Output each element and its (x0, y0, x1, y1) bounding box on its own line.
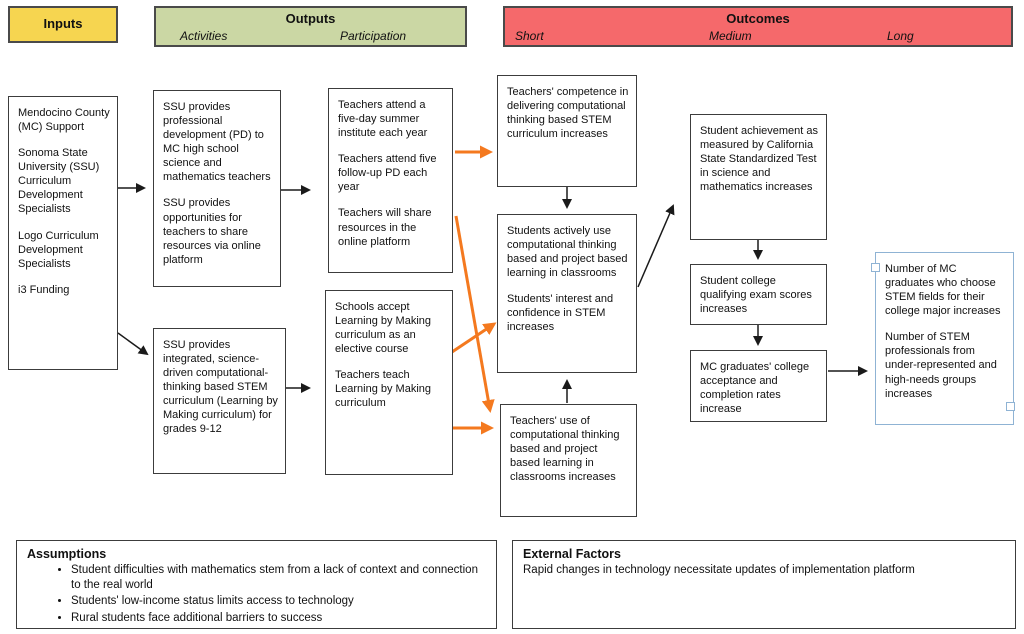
header-outputs-label: Outputs (285, 11, 336, 26)
header-activities-label: Activities (180, 29, 228, 43)
assumptions-item: Rural students face additional barriers … (71, 611, 486, 626)
arrow-schools-to-students (451, 322, 497, 354)
short-competence-box[interactable]: Teachers' competence in delivering compu… (497, 75, 637, 187)
activities-pd-text: SSU provides opportunities for teachers … (163, 197, 261, 266)
medium-graduates-box[interactable]: MC graduates' college acceptance and com… (690, 350, 827, 422)
participation-schools-text: Schools accept Learning by Making curric… (335, 301, 432, 356)
activities-curriculum-text: SSU provides integrated, science-driven … (163, 339, 278, 436)
external-factors-title: External Factors (523, 547, 621, 561)
assumptions-title: Assumptions (27, 547, 107, 561)
external-factors-box: External Factors Rapid changes in techno… (512, 540, 1016, 629)
participation-teachers-text: Teachers attend a five-day summer instit… (338, 99, 428, 140)
header-outcomes[interactable]: Outcomes Short Medium Long (503, 6, 1013, 47)
header-inputs-label: Inputs (43, 16, 83, 31)
assumptions-item: Students' low-income status limits acces… (71, 594, 486, 609)
participation-teachers-text: Teachers attend five follow-up PD each y… (338, 153, 437, 194)
medium-graduates-text: MC graduates' college acceptance and com… (700, 361, 810, 416)
activities-curriculum-box[interactable]: SSU provides integrated, science-driven … (153, 328, 286, 474)
header-short-label: Short (515, 29, 544, 43)
header-long-label: Long (887, 29, 914, 43)
medium-exam-box[interactable]: Student college qualifying exam scores i… (690, 264, 827, 325)
header-medium-label: Medium (709, 29, 752, 43)
activities-pd-text: SSU provides professional development (P… (163, 101, 271, 184)
activities-pd-box[interactable]: SSU provides professional development (P… (153, 90, 281, 287)
arrow-students-to-achievement (637, 204, 675, 288)
header-outputs[interactable]: Outputs Activities Participation (154, 6, 467, 47)
participation-schools-box[interactable]: Schools accept Learning by Making curric… (325, 290, 453, 475)
short-competence-text: Teachers' competence in delivering compu… (507, 86, 629, 141)
inputs-text: Logo Curriculum Development Specialists (18, 229, 99, 270)
inputs-text: Sonoma State University (SSU) Curriculum… (18, 147, 100, 216)
participation-teachers-box[interactable]: Teachers attend a five-day summer instit… (328, 88, 453, 273)
medium-achievement-text: Student achievement as measured by Calif… (700, 125, 819, 194)
header-inputs[interactable]: Inputs (8, 6, 118, 43)
assumptions-item: Student difficulties with mathematics st… (71, 563, 486, 593)
inputs-text: i3 Funding (18, 283, 70, 296)
short-teachers-use-box[interactable]: Teachers' use of computational thinking … (500, 404, 637, 517)
selection-handle-bottom-right[interactable] (1006, 402, 1015, 411)
assumptions-box: Assumptions Student difficulties with ma… (16, 540, 497, 629)
short-students-text: Students' interest and confidence in STE… (507, 293, 614, 334)
inputs-box[interactable]: Mendocino County (MC) Support Sonoma Sta… (8, 96, 118, 370)
short-teachers-use-text: Teachers' use of computational thinking … (510, 415, 620, 484)
short-students-box[interactable]: Students actively use computational thin… (497, 214, 637, 373)
header-participation-label: Participation (340, 29, 407, 43)
assumptions-list: Student difficulties with mathematics st… (27, 563, 486, 626)
long-outcomes-text: Number of MC graduates who choose STEM f… (885, 263, 1001, 318)
arrow-inputs-to-activities-curriculum (117, 332, 149, 356)
participation-teachers-text: Teachers will share resources in the onl… (338, 207, 432, 248)
short-students-text: Students actively use computational thin… (507, 225, 628, 280)
header-outcomes-label: Outcomes (726, 11, 790, 26)
long-outcomes-box[interactable]: Number of MC graduates who choose STEM f… (875, 252, 1014, 425)
selection-handle-top-left[interactable] (871, 263, 880, 272)
medium-achievement-box[interactable]: Student achievement as measured by Calif… (690, 114, 827, 240)
participation-schools-text: Teachers teach Learning by Making curric… (335, 369, 432, 410)
inputs-text: Mendocino County (MC) Support (18, 107, 110, 134)
long-outcomes-text: Number of STEM professionals from under-… (885, 331, 997, 400)
external-factors-text: Rapid changes in technology necessitate … (523, 564, 915, 576)
arrow-participation-to-teachers-use (454, 215, 495, 413)
medium-exam-text: Student college qualifying exam scores i… (700, 275, 812, 316)
